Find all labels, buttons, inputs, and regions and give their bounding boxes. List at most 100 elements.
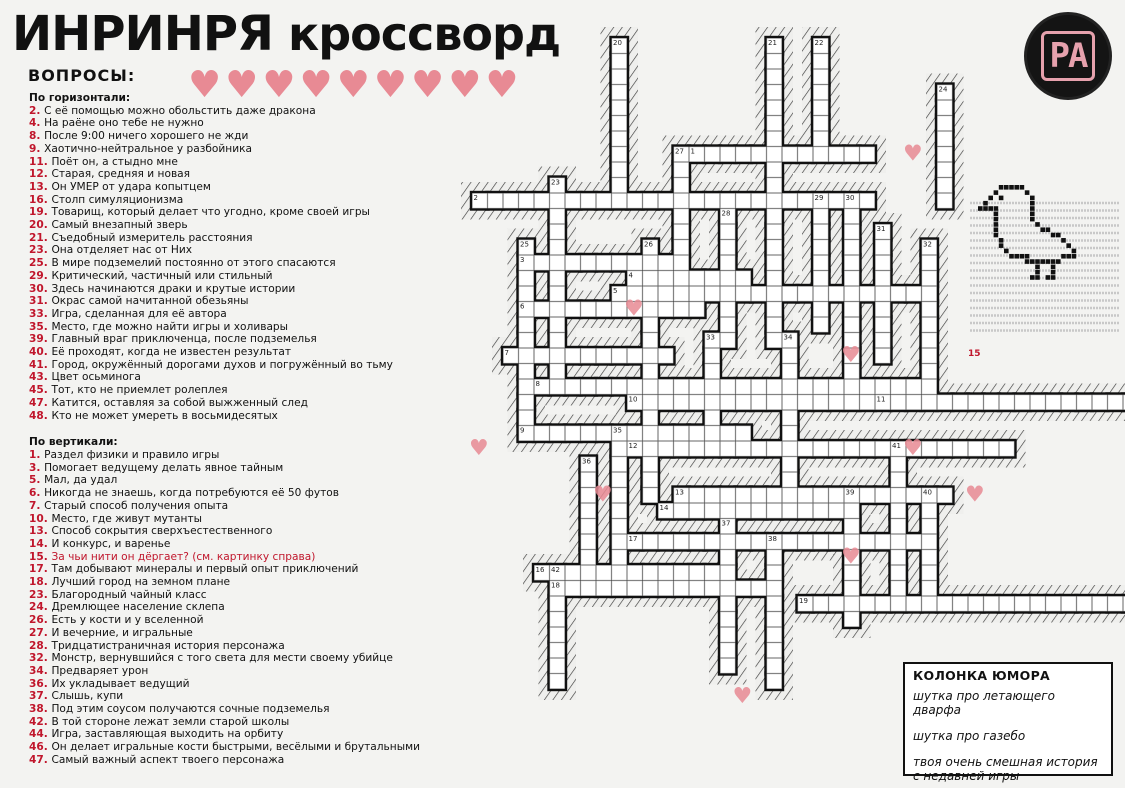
crossword-cell[interactable] xyxy=(658,580,674,596)
crossword-cell[interactable] xyxy=(828,193,844,209)
crossword-cell[interactable] xyxy=(766,565,782,581)
crossword-cell[interactable] xyxy=(875,301,891,317)
crossword-cell[interactable] xyxy=(844,580,860,596)
crossword-cell[interactable] xyxy=(813,270,829,286)
crossword-cell[interactable] xyxy=(720,565,736,581)
crossword-cell[interactable] xyxy=(875,286,891,302)
crossword-cell[interactable] xyxy=(766,487,782,503)
crossword-cell[interactable] xyxy=(611,69,627,85)
crossword-cell[interactable] xyxy=(921,518,937,534)
crossword-cell[interactable] xyxy=(704,441,720,457)
crossword-cell[interactable] xyxy=(828,596,844,612)
crossword-cell[interactable] xyxy=(859,441,875,457)
crossword-cell[interactable] xyxy=(968,596,984,612)
crossword-cell[interactable] xyxy=(518,425,534,441)
crossword-cell[interactable] xyxy=(735,270,751,286)
crossword-cell[interactable] xyxy=(580,487,596,503)
crossword-cell[interactable] xyxy=(627,425,643,441)
crossword-cell[interactable] xyxy=(534,301,550,317)
crossword-cell[interactable] xyxy=(518,410,534,426)
crossword-cell[interactable] xyxy=(890,565,906,581)
crossword-cell[interactable] xyxy=(658,379,674,395)
crossword-cell[interactable] xyxy=(844,255,860,271)
crossword-cell[interactable] xyxy=(549,425,565,441)
crossword-cell[interactable] xyxy=(673,286,689,302)
crossword-cell[interactable] xyxy=(1123,596,1125,612)
crossword-cell[interactable] xyxy=(720,394,736,410)
crossword-cell[interactable] xyxy=(766,224,782,240)
crossword-cell[interactable] xyxy=(890,394,906,410)
crossword-cell[interactable] xyxy=(813,131,829,147)
crossword-cell[interactable] xyxy=(658,193,674,209)
crossword-cell[interactable] xyxy=(596,565,612,581)
crossword-cell[interactable] xyxy=(1107,394,1123,410)
crossword-cell[interactable] xyxy=(844,487,860,503)
crossword-cell[interactable] xyxy=(534,565,550,581)
crossword-cell[interactable] xyxy=(704,146,720,162)
crossword-cell[interactable] xyxy=(611,286,627,302)
crossword-cell[interactable] xyxy=(596,425,612,441)
crossword-cell[interactable] xyxy=(549,177,565,193)
crossword-cell[interactable] xyxy=(797,394,813,410)
crossword-cell[interactable] xyxy=(937,84,953,100)
crossword-cell[interactable] xyxy=(580,456,596,472)
crossword-cell[interactable] xyxy=(549,379,565,395)
crossword-cell[interactable] xyxy=(813,301,829,317)
crossword-cell[interactable] xyxy=(720,224,736,240)
crossword-cell[interactable] xyxy=(766,69,782,85)
crossword-cell[interactable] xyxy=(890,534,906,550)
crossword-cell[interactable] xyxy=(503,348,519,364)
crossword-cell[interactable] xyxy=(766,38,782,54)
crossword-cell[interactable] xyxy=(906,534,922,550)
crossword-cell[interactable] xyxy=(549,363,565,379)
crossword-cell[interactable] xyxy=(518,379,534,395)
crossword-cell[interactable] xyxy=(720,487,736,503)
crossword-cell[interactable] xyxy=(813,394,829,410)
crossword-cell[interactable] xyxy=(937,596,953,612)
crossword-cell[interactable] xyxy=(720,534,736,550)
crossword-cell[interactable] xyxy=(937,441,953,457)
crossword-cell[interactable] xyxy=(782,441,798,457)
crossword-cell[interactable] xyxy=(921,363,937,379)
crossword-cell[interactable] xyxy=(518,239,534,255)
crossword-cell[interactable] xyxy=(627,580,643,596)
crossword-cell[interactable] xyxy=(921,301,937,317)
crossword-cell[interactable] xyxy=(797,193,813,209)
crossword-cell[interactable] xyxy=(658,441,674,457)
crossword-cell[interactable] xyxy=(627,301,643,317)
crossword-cell[interactable] xyxy=(859,286,875,302)
crossword-cell[interactable] xyxy=(580,301,596,317)
crossword-cell[interactable] xyxy=(766,255,782,271)
crossword-cell[interactable] xyxy=(1092,394,1108,410)
crossword-cell[interactable] xyxy=(1061,394,1077,410)
crossword-cell[interactable] xyxy=(534,193,550,209)
crossword-cell[interactable] xyxy=(487,193,503,209)
crossword-cell[interactable] xyxy=(689,270,705,286)
crossword-cell[interactable] xyxy=(844,239,860,255)
crossword-cell[interactable] xyxy=(859,534,875,550)
crossword-cell[interactable] xyxy=(813,534,829,550)
crossword-cell[interactable] xyxy=(751,487,767,503)
crossword-cell[interactable] xyxy=(673,208,689,224)
crossword-cell[interactable] xyxy=(782,534,798,550)
crossword-cell[interactable] xyxy=(689,193,705,209)
crossword-cell[interactable] xyxy=(673,162,689,178)
crossword-cell[interactable] xyxy=(518,270,534,286)
crossword-cell[interactable] xyxy=(735,503,751,519)
crossword-cell[interactable] xyxy=(611,534,627,550)
crossword-cell[interactable] xyxy=(611,456,627,472)
crossword-cell[interactable] xyxy=(689,286,705,302)
crossword-cell[interactable] xyxy=(797,146,813,162)
crossword-cell[interactable] xyxy=(813,596,829,612)
crossword-cell[interactable] xyxy=(673,255,689,271)
crossword-cell[interactable] xyxy=(1076,394,1092,410)
crossword-cell[interactable] xyxy=(611,549,627,565)
crossword-cell[interactable] xyxy=(844,394,860,410)
crossword-cell[interactable] xyxy=(549,224,565,240)
crossword-cell[interactable] xyxy=(549,596,565,612)
crossword-cell[interactable] xyxy=(658,425,674,441)
crossword-cell[interactable] xyxy=(658,503,674,519)
crossword-cell[interactable] xyxy=(890,456,906,472)
crossword-cell[interactable] xyxy=(813,208,829,224)
crossword-cell[interactable] xyxy=(890,596,906,612)
